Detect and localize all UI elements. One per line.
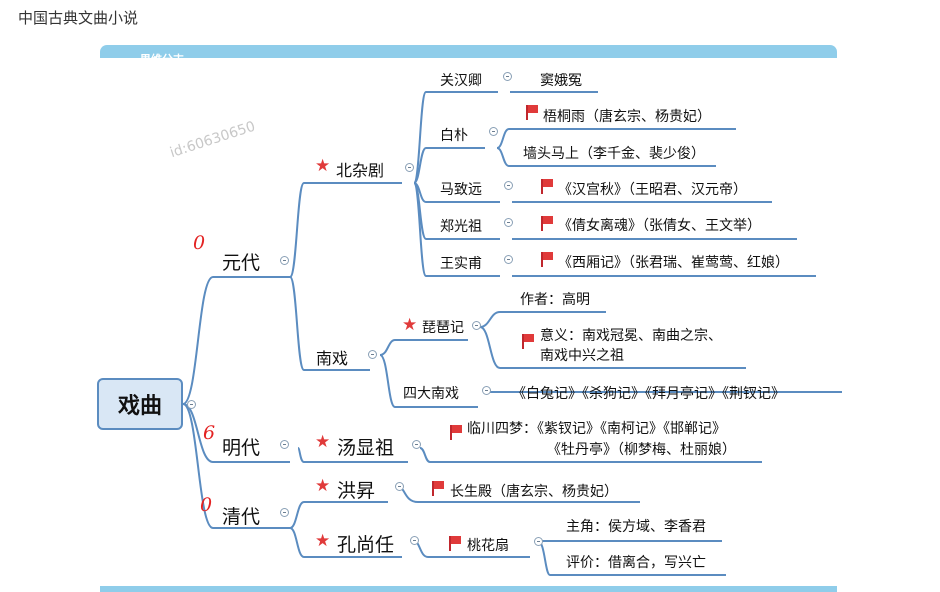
- node-four-nanxi[interactable]: 四大南戏: [403, 386, 459, 402]
- flag-icon: [541, 252, 553, 267]
- node-author[interactable]: 马致远: [440, 182, 482, 198]
- node-author[interactable]: 白朴: [440, 128, 468, 144]
- node-ming-works-2[interactable]: 《牡丹亭》（柳梦梅、杜丽娘）: [547, 442, 736, 458]
- star-icon: ★: [315, 476, 331, 496]
- header-faint-text: 思维分支: [140, 51, 184, 59]
- collapse-icon[interactable]: [472, 321, 481, 330]
- link-root-qing: [182, 403, 214, 529]
- node-review[interactable]: 评价：借离合，写兴亡: [566, 555, 706, 571]
- flag-icon: [541, 179, 553, 194]
- collapse-icon[interactable]: [534, 537, 543, 546]
- node-yuan[interactable]: 元代: [222, 252, 261, 274]
- collapse-icon[interactable]: [504, 218, 513, 227]
- node-work[interactable]: 窦娥冤: [540, 73, 582, 89]
- node-pipa-meaning-1[interactable]: 意义：南戏冠冕、南曲之宗、: [540, 328, 722, 344]
- star-icon: ★: [315, 432, 331, 452]
- node-work[interactable]: 梧桐雨（唐玄宗、杨贵妃）: [543, 109, 711, 125]
- collapse-icon[interactable]: [504, 255, 513, 264]
- flag-icon: [526, 105, 538, 120]
- flag-icon: [450, 425, 462, 440]
- collapse-icon[interactable]: [187, 400, 196, 409]
- node-beizaju[interactable]: 北杂剧: [336, 161, 385, 180]
- node-author[interactable]: 关汉卿: [440, 73, 482, 89]
- node-hongsheng[interactable]: 洪昇: [337, 480, 376, 502]
- node-pipa-author[interactable]: 作者：高明: [520, 292, 590, 308]
- link-root-yuan: [182, 276, 214, 405]
- handwritten-mark-icon: 0: [193, 232, 206, 254]
- collapse-icon[interactable]: [482, 386, 491, 395]
- node-nanxi[interactable]: 南戏: [316, 349, 349, 368]
- node-ming-works-1[interactable]: 临川四梦：《紫钗记》《南柯记》《邯郸记》: [467, 421, 726, 437]
- node-author[interactable]: 王实甫: [440, 256, 482, 272]
- collapse-icon[interactable]: [280, 440, 289, 449]
- node-author[interactable]: 郑光祖: [440, 219, 482, 235]
- collapse-icon[interactable]: [280, 256, 289, 265]
- node-work[interactable]: 《西厢记》（张君瑞、崔莺莺、红娘）: [558, 255, 789, 271]
- star-icon: ★: [402, 315, 418, 335]
- node-pipa[interactable]: 琵琶记: [422, 320, 464, 336]
- node-pipa-meaning-2[interactable]: 南戏中兴之祖: [540, 348, 624, 364]
- handwritten-mark-icon: 6: [203, 422, 216, 444]
- flag-icon: [432, 481, 444, 496]
- node-taohuashan[interactable]: 桃花扇: [467, 538, 509, 554]
- node-four-works[interactable]: 《白兔记》《杀狗记》《拜月亭记》《荆钗记》: [512, 386, 785, 402]
- collapse-icon[interactable]: [410, 536, 419, 545]
- collapse-icon[interactable]: [504, 181, 513, 190]
- mindmap-header-bar: 思维分支: [100, 45, 837, 59]
- flag-icon: [449, 536, 461, 551]
- star-icon: ★: [315, 531, 331, 551]
- collapse-icon[interactable]: [503, 72, 512, 81]
- mindmap-footer-bar: [100, 586, 837, 592]
- node-hongsheng-work[interactable]: 长生殿（唐玄宗、杨贵妃）: [450, 484, 618, 500]
- collapse-icon[interactable]: [395, 482, 404, 491]
- node-kongshangren[interactable]: 孔尚任: [337, 534, 395, 556]
- collapse-icon[interactable]: [405, 163, 414, 172]
- flag-icon: [541, 216, 553, 231]
- node-work[interactable]: 墙头马上（李千金、裴少俊）: [523, 146, 705, 162]
- collapse-icon[interactable]: [412, 440, 421, 449]
- node-work[interactable]: 《倩女离魂》（张倩女、王文举）: [558, 218, 761, 234]
- collapse-icon[interactable]: [280, 508, 289, 517]
- flag-icon: [522, 334, 534, 349]
- node-work[interactable]: 《汉宫秋》（王昭君、汉元帝）: [558, 182, 747, 198]
- collapse-icon[interactable]: [368, 350, 377, 359]
- node-lead[interactable]: 主角：侯方域、李香君: [566, 519, 706, 535]
- node-tangxianzu[interactable]: 汤显祖: [337, 437, 395, 459]
- handwritten-mark-icon: 0: [200, 494, 213, 516]
- star-icon: ★: [315, 156, 331, 176]
- node-qing[interactable]: 清代: [222, 506, 261, 528]
- collapse-icon[interactable]: [489, 127, 498, 136]
- page-title: 中国古典文曲小说: [18, 9, 139, 27]
- mindmap-canvas[interactable]: [96, 58, 838, 588]
- root-node[interactable]: 戏曲: [97, 378, 183, 430]
- node-ming[interactable]: 明代: [222, 437, 261, 459]
